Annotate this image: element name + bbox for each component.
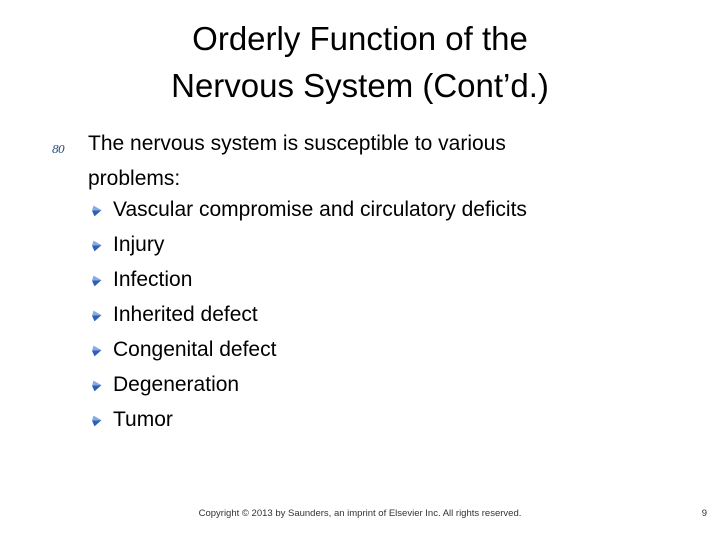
intro-line2: problems: [88, 167, 181, 190]
arrow-bullet-icon [92, 275, 102, 287]
arrow-bullet-icon [92, 205, 102, 217]
list-item: Degeneration [90, 367, 527, 402]
list-item-label: Inherited defect [113, 303, 258, 326]
list-item: Infection [90, 262, 527, 297]
list-item-label: Degeneration [113, 373, 240, 396]
sub-bullet-list: Vascular compromise and circulatory defi… [90, 192, 527, 437]
page-number: 9 [701, 508, 707, 519]
list-item-label: Congenital defect [113, 338, 277, 361]
slide-title-line2: Nervous System (Cont’d.) [171, 67, 549, 104]
intro-paragraph: The nervous system is susceptible to var… [88, 126, 506, 196]
list-item: Congenital defect [90, 332, 527, 367]
slide-title-line1: Orderly Function of the [192, 20, 528, 57]
arrow-bullet-icon [92, 310, 102, 322]
list-item: Injury [90, 227, 527, 262]
arrow-bullet-icon [92, 345, 102, 357]
list-item: Inherited defect [90, 297, 527, 332]
arrow-bullet-icon [92, 415, 102, 427]
arrow-bullet-icon [92, 240, 102, 252]
list-item-label: Vascular compromise and circulatory defi… [113, 198, 527, 221]
level1-bullet-icon: 80 [52, 143, 65, 156]
arrow-bullet-icon [92, 380, 102, 392]
list-item: Vascular compromise and circulatory defi… [90, 192, 527, 227]
list-item-label: Tumor [113, 408, 173, 431]
footer-copyright: Copyright © 2013 by Saunders, an imprint… [198, 508, 522, 519]
list-item-label: Infection [113, 268, 193, 291]
list-item: Tumor [90, 402, 527, 437]
list-item-label: Injury [113, 233, 165, 256]
intro-line1: The nervous system is susceptible to var… [88, 132, 506, 155]
